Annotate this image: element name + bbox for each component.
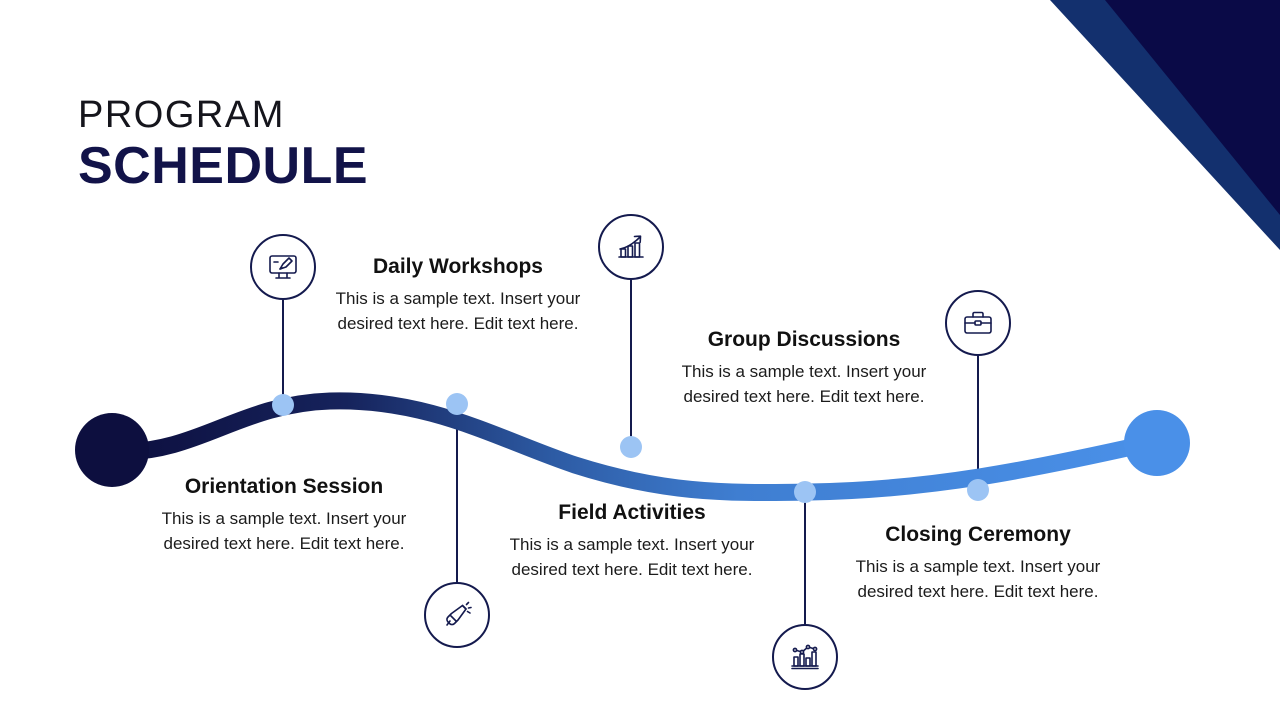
step-block-daily-workshops: Daily Workshops This is a sample text. I… — [322, 254, 594, 337]
page-title: PROGRAM SCHEDULE — [78, 94, 369, 195]
step-block-orientation-session: Orientation Session This is a sample tex… — [148, 474, 420, 557]
step-body: This is a sample text. Insert your desir… — [681, 362, 927, 407]
node-dot-field — [620, 436, 642, 458]
step-title: Orientation Session — [184, 475, 384, 498]
analytics-chart-icon — [791, 644, 819, 670]
megaphone-icon — [446, 601, 472, 626]
title-line-top: PROGRAM — [78, 94, 285, 136]
step-block-closing-ceremony: Closing Ceremony This is a sample text. … — [842, 522, 1114, 605]
icon-circle-growth-chart[interactable] — [598, 214, 664, 280]
icon-circle-briefcase[interactable] — [945, 290, 1011, 356]
node-dot-orientation — [272, 394, 294, 416]
briefcase-icon — [964, 311, 992, 334]
step-title: Daily Workshops — [373, 255, 543, 278]
step-block-group-discussions: Group Discussions This is a sample text.… — [668, 327, 940, 410]
step-body: This is a sample text. Insert your desir… — [335, 289, 581, 334]
step-body: This is a sample text. Insert your desir… — [855, 557, 1101, 602]
timeline-end-marker — [1124, 410, 1190, 476]
icon-circle-megaphone[interactable] — [424, 582, 490, 648]
icon-circle-monitor-brush[interactable] — [250, 234, 316, 300]
node-dot-workshops — [446, 393, 468, 415]
step-title: Closing Ceremony — [885, 523, 1071, 546]
step-block-field-activities: Field Activities This is a sample text. … — [496, 500, 768, 583]
icon-circle-analytics-chart[interactable] — [772, 624, 838, 690]
title-line-main: SCHEDULE — [78, 136, 369, 195]
monitor-brush-icon — [269, 255, 297, 279]
node-dot-closing — [967, 479, 989, 501]
step-title: Field Activities — [558, 501, 706, 524]
step-body: This is a sample text. Insert your desir… — [161, 509, 407, 554]
corner-decoration — [1050, 0, 1280, 250]
step-body: This is a sample text. Insert your desir… — [509, 535, 755, 580]
timeline-start-marker — [75, 413, 149, 487]
growth-chart-icon — [618, 235, 644, 258]
node-dot-group — [794, 481, 816, 503]
step-title: Group Discussions — [707, 328, 901, 351]
